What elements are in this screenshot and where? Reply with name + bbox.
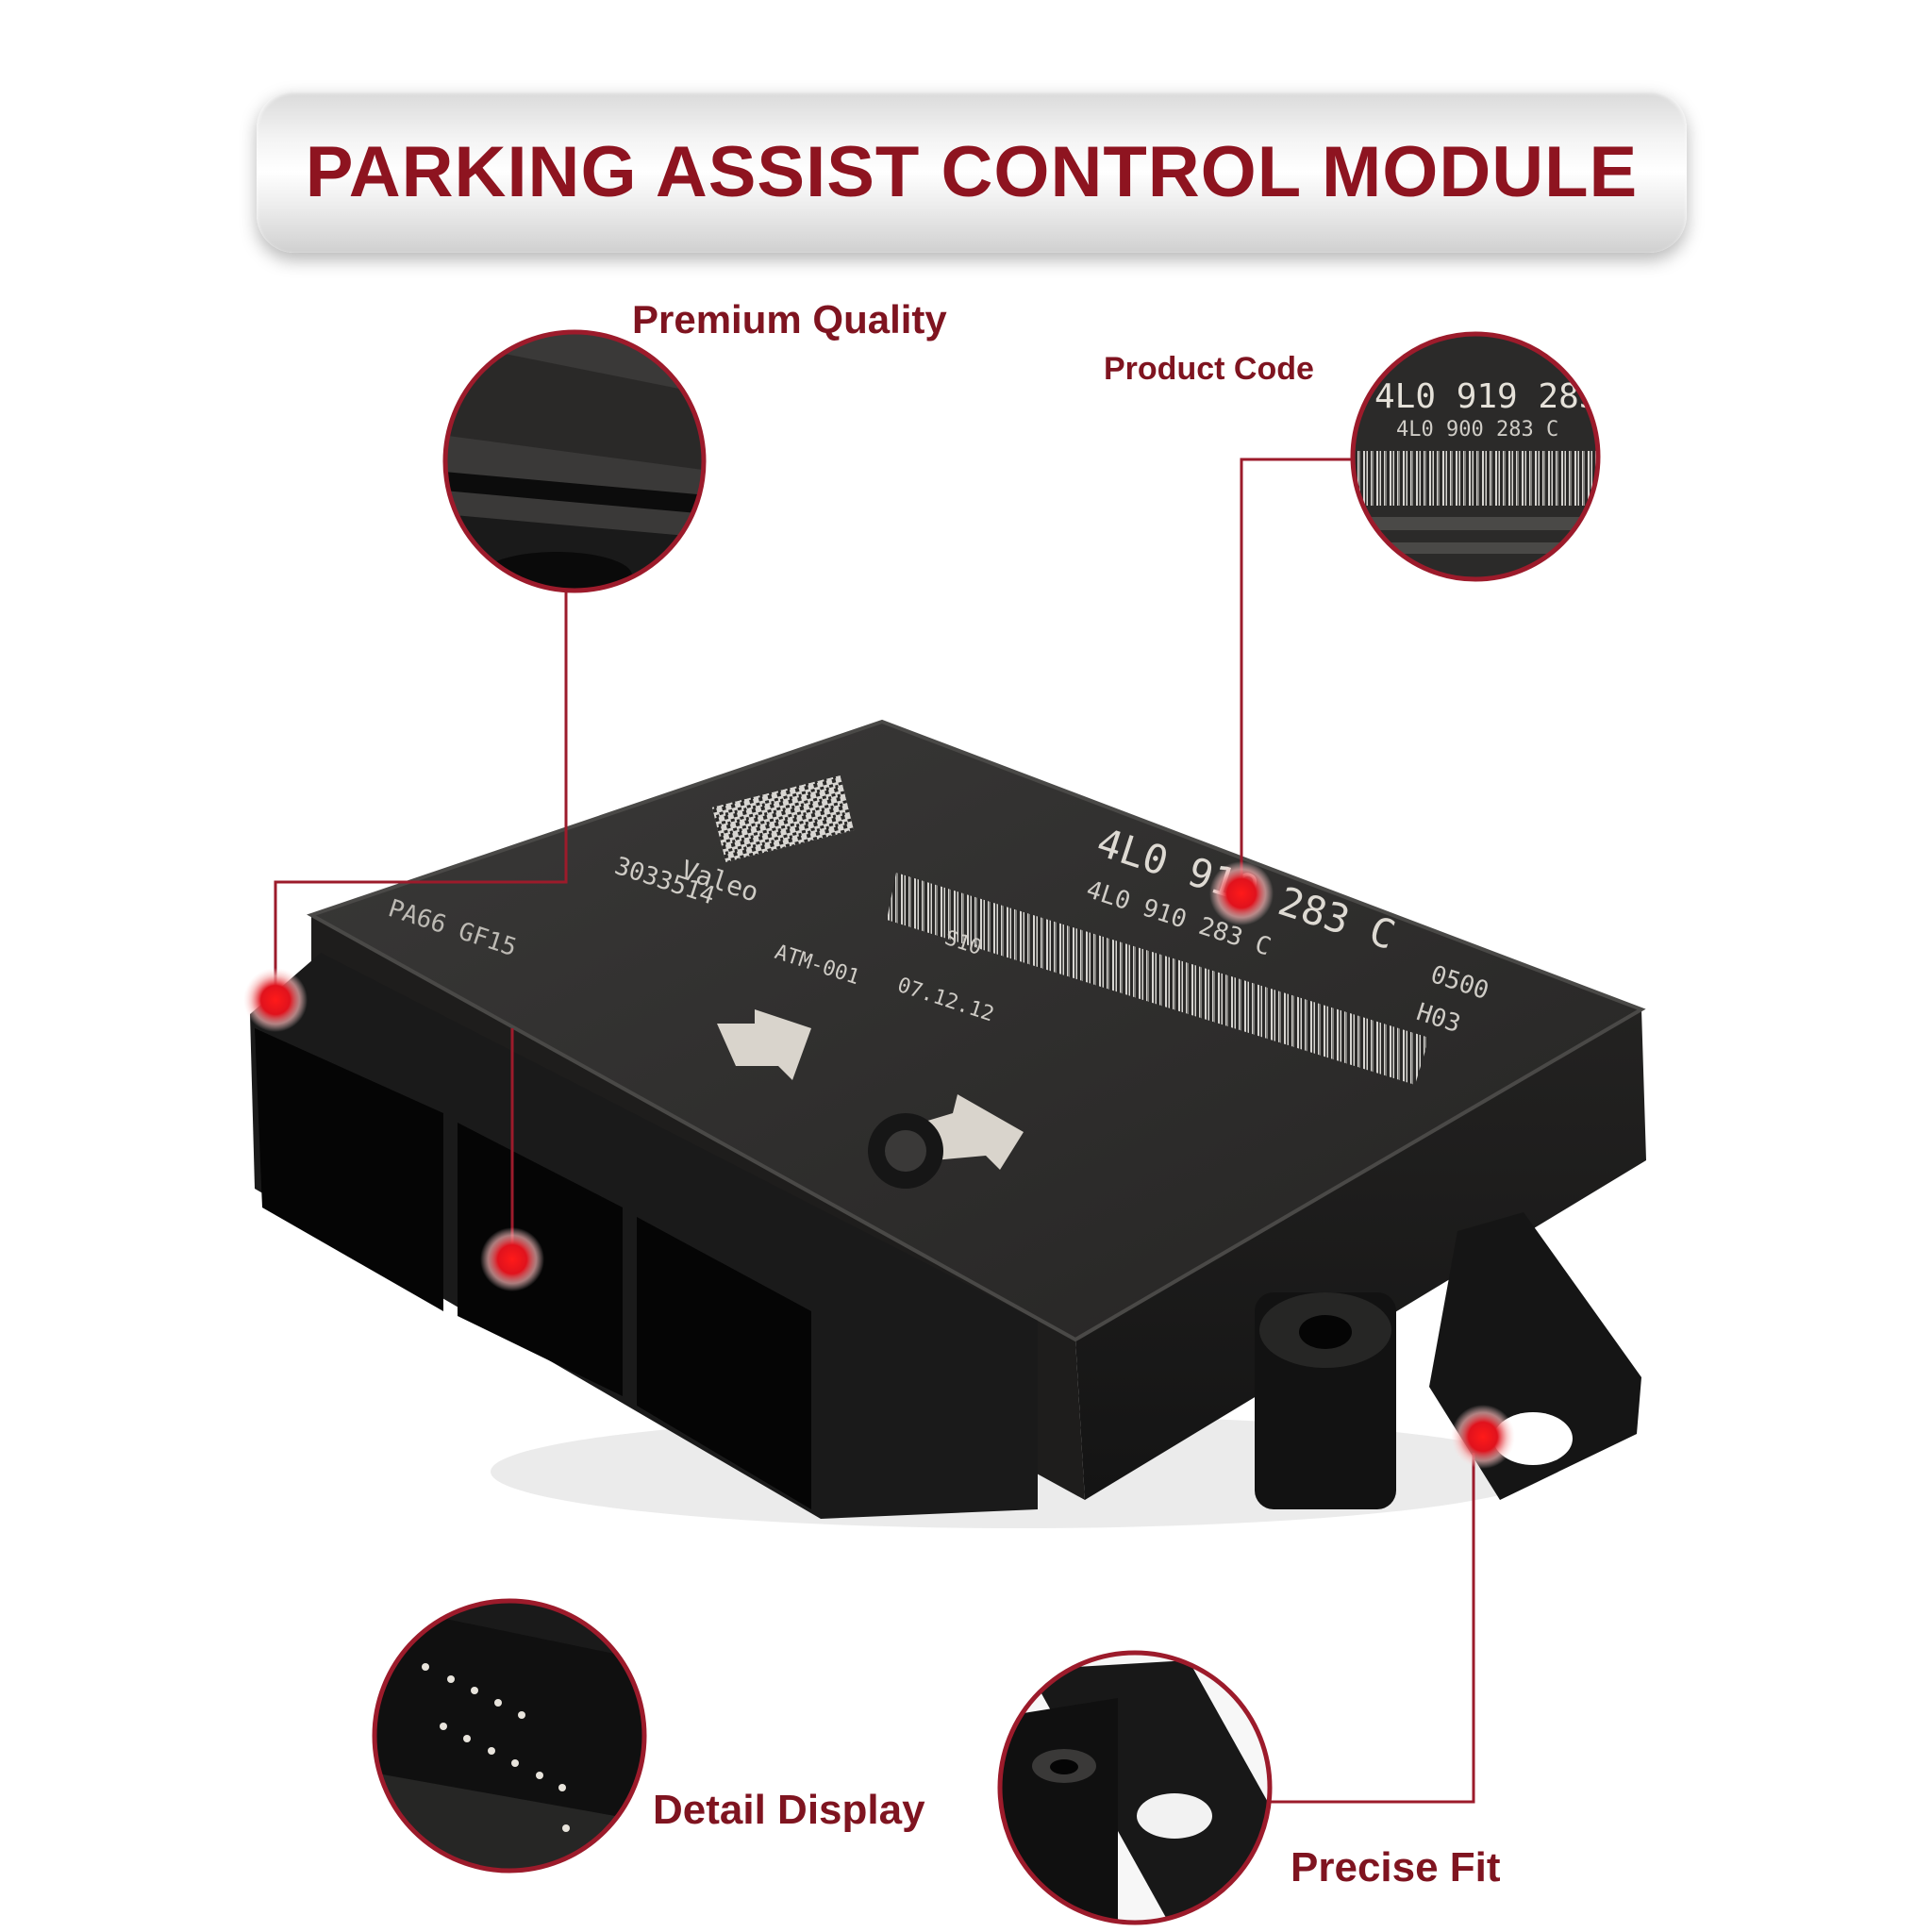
zoom-product-code: 4L0 919 283 C 4L0 900 283 C bbox=[1350, 331, 1641, 582]
callout-lines bbox=[274, 458, 1475, 1804]
marker-dot bbox=[1209, 861, 1274, 925]
marker-dot bbox=[1451, 1405, 1515, 1469]
marker-dot bbox=[243, 968, 308, 1032]
qr-code bbox=[711, 774, 855, 863]
barcode-label bbox=[887, 873, 1429, 1085]
module-top-face bbox=[311, 722, 1641, 1340]
zoom-ring bbox=[442, 329, 707, 593]
callout-line-precise-fit bbox=[1269, 1453, 1475, 1804]
module-top-rim bbox=[307, 719, 1646, 1342]
zoom-ring bbox=[372, 1598, 647, 1874]
mounting-hole bbox=[1493, 1412, 1573, 1465]
mounting-boss-hole bbox=[1299, 1315, 1352, 1349]
label-premium-quality: Premium Quality bbox=[632, 297, 947, 341]
connector-pins bbox=[422, 1663, 570, 1832]
connector-port-1 bbox=[255, 1028, 443, 1311]
connector-port-3 bbox=[637, 1217, 811, 1509]
zoom-premium-quality bbox=[442, 329, 707, 593]
label-precise-fit: Precise Fit bbox=[1291, 1844, 1501, 1890]
arrow-icon bbox=[717, 1009, 811, 1080]
zoom-detail-display bbox=[372, 1598, 647, 1874]
marker-dot bbox=[480, 1227, 544, 1291]
zoom-precise-fit bbox=[997, 1650, 1273, 1925]
zoom-part-number-secondary: 4L0 900 283 C bbox=[1396, 418, 1558, 441]
control-module: Valeo 3033514 4L0 919 283 C 4L0 910 283 … bbox=[250, 719, 1646, 1528]
zoom-ring bbox=[997, 1650, 1273, 1925]
title-banner: PARKING ASSIST CONTROL MODULE bbox=[257, 91, 1687, 253]
page-title: PARKING ASSIST CONTROL MODULE bbox=[305, 131, 1639, 212]
callout-line-premium bbox=[274, 592, 568, 991]
zoom-part-number: 4L0 919 283 C bbox=[1374, 377, 1641, 416]
zoom-barcode bbox=[1353, 451, 1598, 506]
zoom-ring bbox=[1350, 331, 1601, 582]
module-right-face bbox=[1075, 1009, 1646, 1500]
screw-head-icon bbox=[885, 1130, 926, 1172]
label-detail-display: Detail Display bbox=[653, 1787, 925, 1833]
label-product-code: Product Code bbox=[1104, 351, 1314, 387]
callout-line-product-code bbox=[1240, 458, 1354, 891]
